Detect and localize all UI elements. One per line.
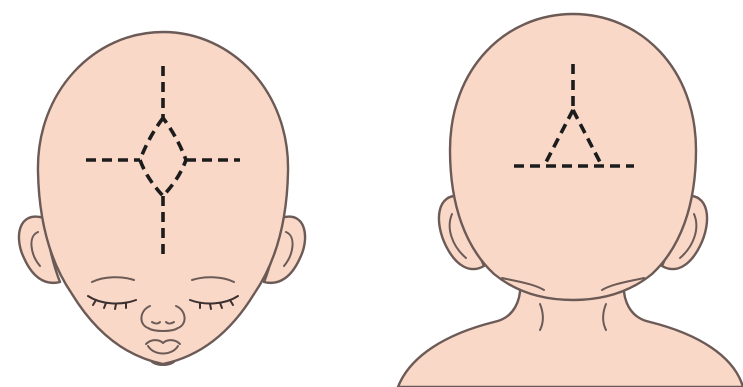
- head-outline-back: [450, 14, 696, 300]
- infant-head-back-view: [398, 14, 743, 387]
- infant-head-top-view: [19, 32, 305, 365]
